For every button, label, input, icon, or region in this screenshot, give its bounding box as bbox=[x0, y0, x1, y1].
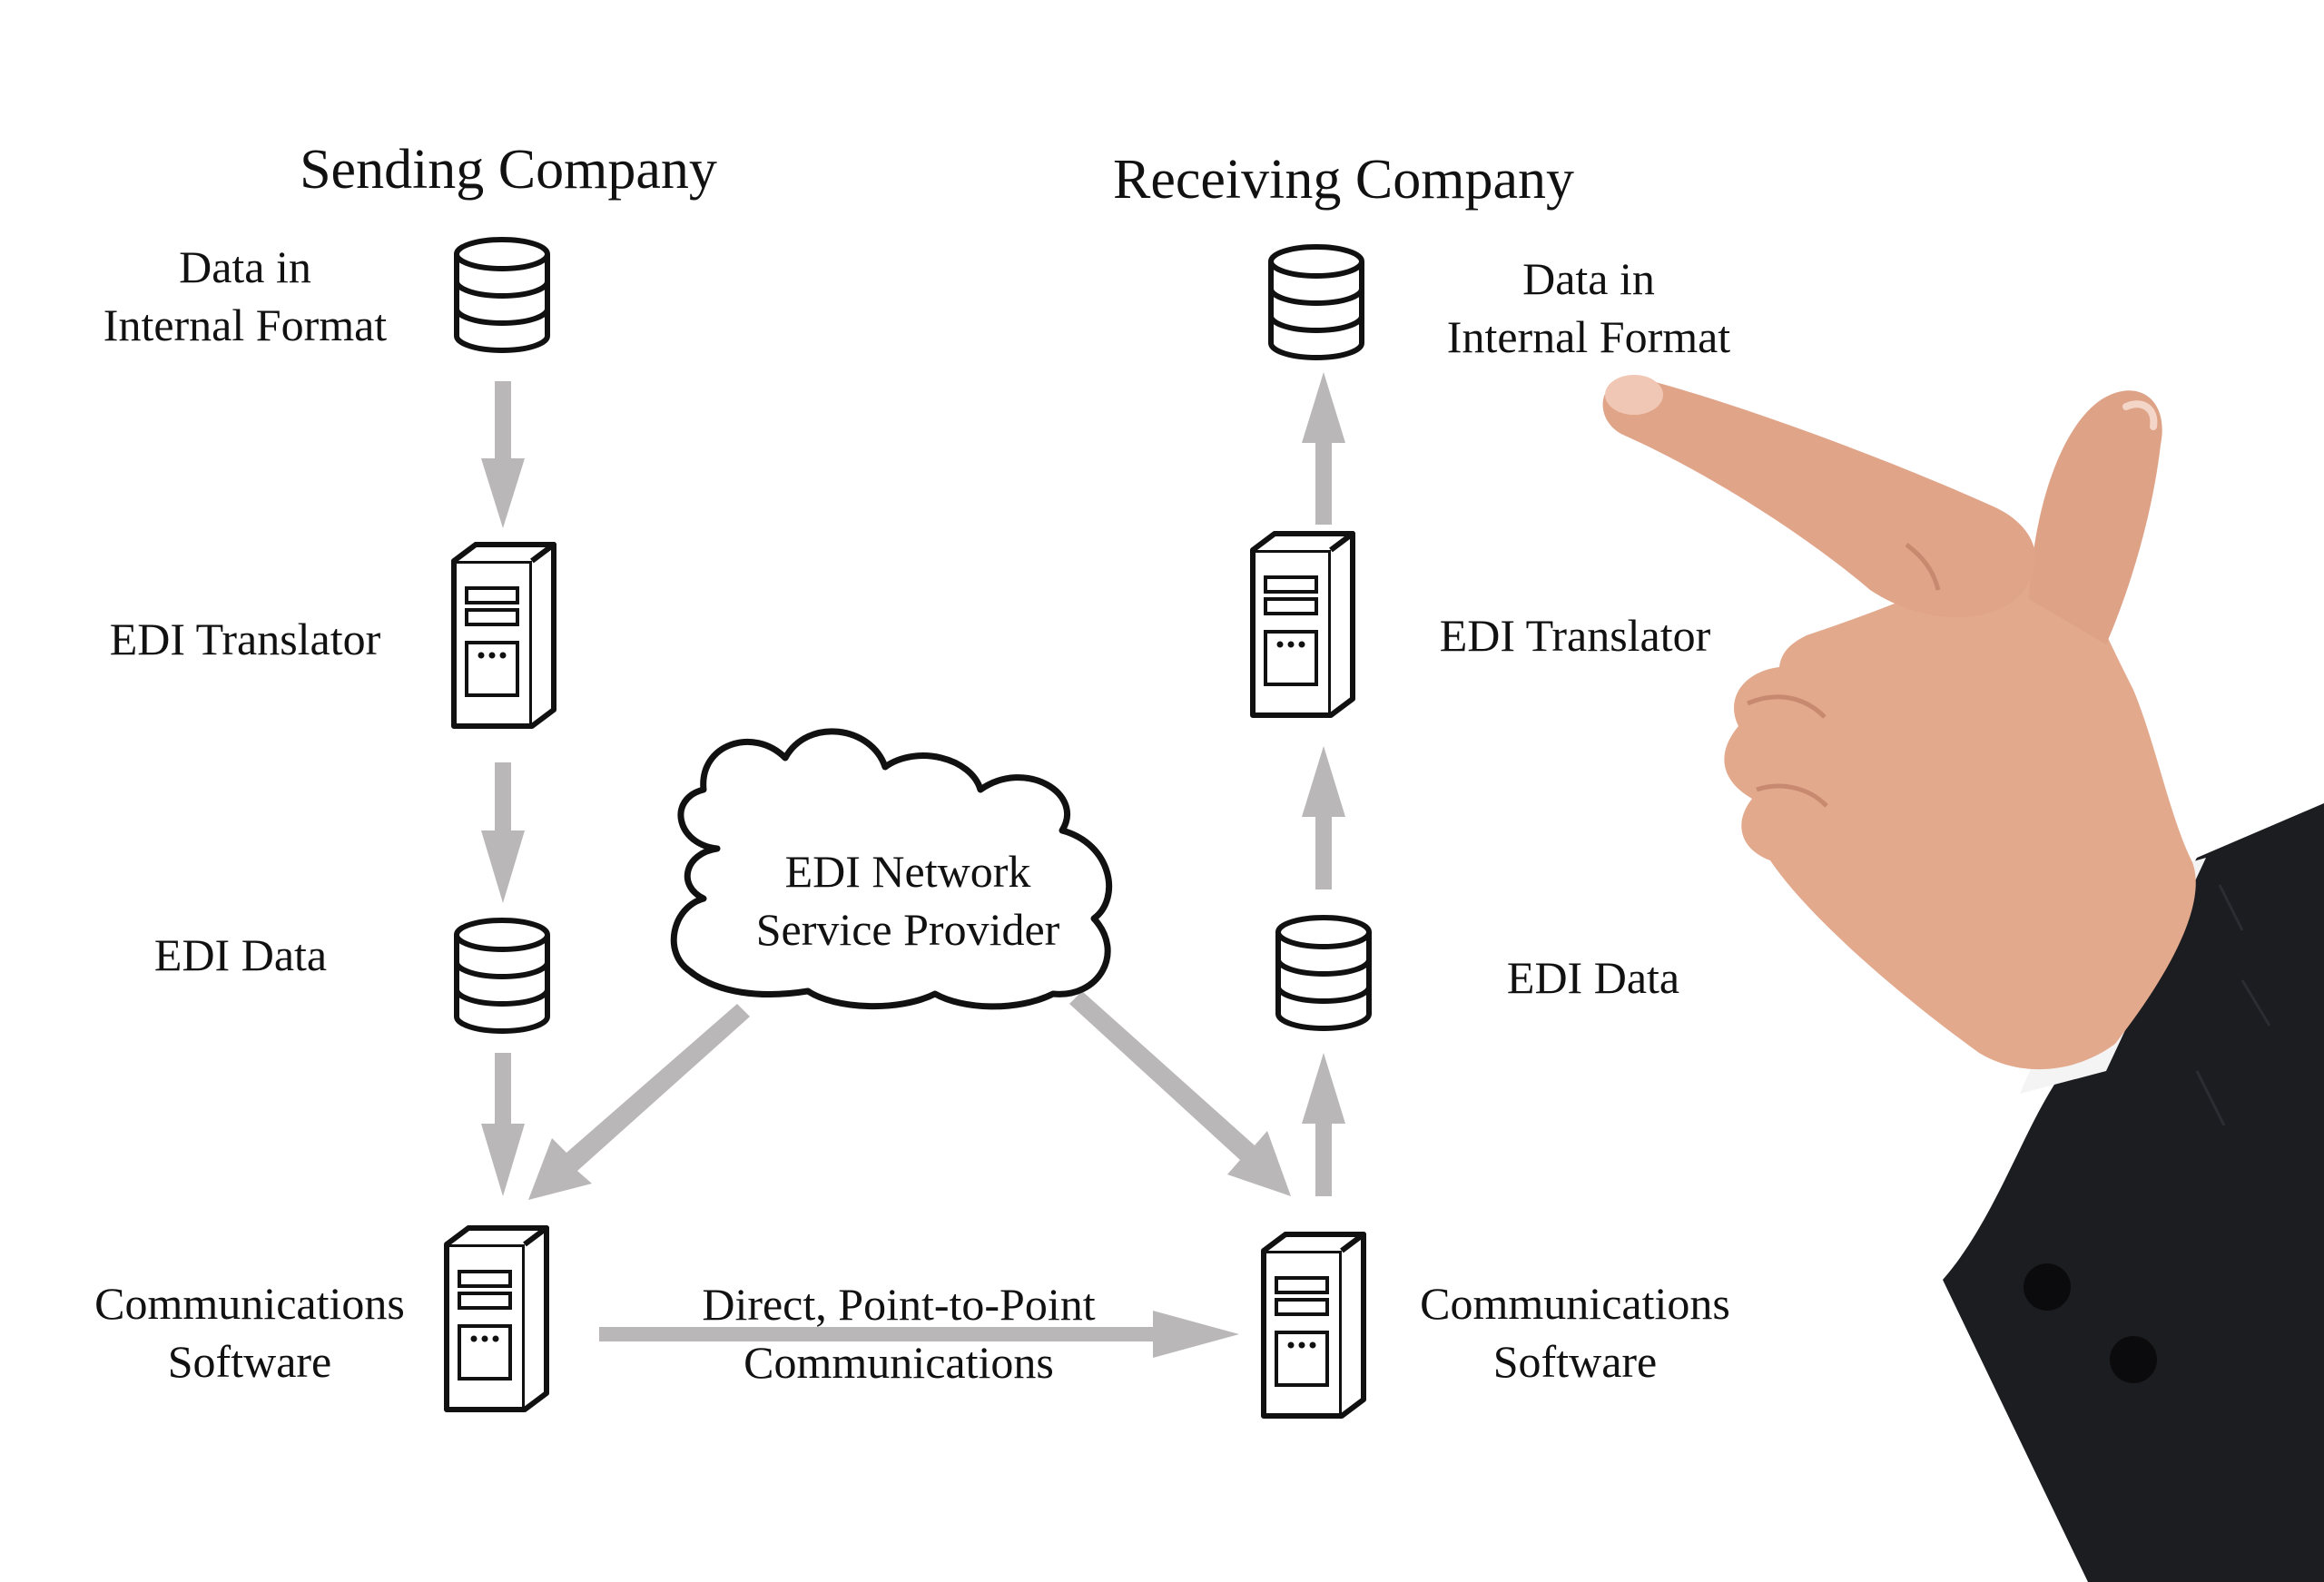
database-icon bbox=[457, 920, 547, 1031]
receiving-comm-label: Communications Software bbox=[1380, 1274, 1770, 1390]
arrow-data-to-translator bbox=[481, 381, 525, 528]
arrow-network-to-receiving bbox=[1069, 991, 1291, 1196]
network-provider-label: EDI Network Service Provider bbox=[708, 842, 1108, 958]
receiving-data-internal-line2: Internal Format bbox=[1446, 311, 1731, 362]
network-line1: EDI Network bbox=[784, 846, 1031, 897]
receiving-data-internal-line1: Data in bbox=[1522, 253, 1655, 304]
sending-edi-data-label: EDI Data bbox=[153, 929, 328, 980]
sending-comm-label: Communications Software bbox=[54, 1274, 445, 1390]
arrow-network-to-sending bbox=[528, 1004, 750, 1200]
server-tower-icon bbox=[1264, 1234, 1364, 1416]
receiving-company-title: Receiving Company bbox=[1113, 149, 1574, 211]
server-tower-icon bbox=[1253, 534, 1353, 715]
sending-data-internal-line1: Data in bbox=[179, 241, 311, 292]
receiving-translator-label: EDI Translator bbox=[1439, 610, 1711, 661]
receiving-comm-line2: Software bbox=[1492, 1336, 1658, 1387]
server-tower-icon bbox=[454, 545, 554, 726]
database-icon bbox=[1271, 247, 1362, 358]
sending-data-internal-label: Data in Internal Format bbox=[54, 238, 436, 354]
sending-translator-label: EDI Translator bbox=[109, 614, 381, 664]
direct-line1: Direct, Point-to-Point bbox=[702, 1279, 1096, 1330]
pointing-hand-icon bbox=[1602, 375, 2324, 1582]
arrow-edidata-to-translator bbox=[1302, 746, 1345, 889]
arrow-direct-communications bbox=[599, 1311, 1239, 1358]
network-line2: Service Provider bbox=[755, 904, 1060, 955]
direct-line2: Communications bbox=[743, 1337, 1054, 1388]
arrow-edidata-to-comm bbox=[481, 1053, 525, 1196]
sending-comm-line1: Communications bbox=[94, 1278, 405, 1329]
cloud-icon bbox=[670, 728, 1113, 1010]
sending-company-title: Sending Company bbox=[300, 139, 717, 201]
database-icon bbox=[1278, 918, 1369, 1028]
arrow-translator-to-data bbox=[1302, 372, 1345, 525]
sending-data-internal-line2: Internal Format bbox=[103, 300, 388, 350]
arrow-comm-to-edidata bbox=[1302, 1053, 1345, 1196]
receiving-data-internal-label: Data in Internal Format bbox=[1398, 250, 1779, 366]
receiving-comm-line1: Communications bbox=[1420, 1278, 1730, 1329]
server-tower-icon bbox=[447, 1228, 547, 1410]
database-icon bbox=[457, 240, 547, 350]
receiving-edi-data-label: EDI Data bbox=[1506, 952, 1680, 1003]
arrow-translator-to-edidata bbox=[481, 762, 525, 903]
direct-communications-label: Direct, Point-to-Point Communications bbox=[654, 1275, 1144, 1391]
flow-arrows bbox=[481, 372, 1345, 1358]
sending-comm-line2: Software bbox=[167, 1336, 332, 1387]
